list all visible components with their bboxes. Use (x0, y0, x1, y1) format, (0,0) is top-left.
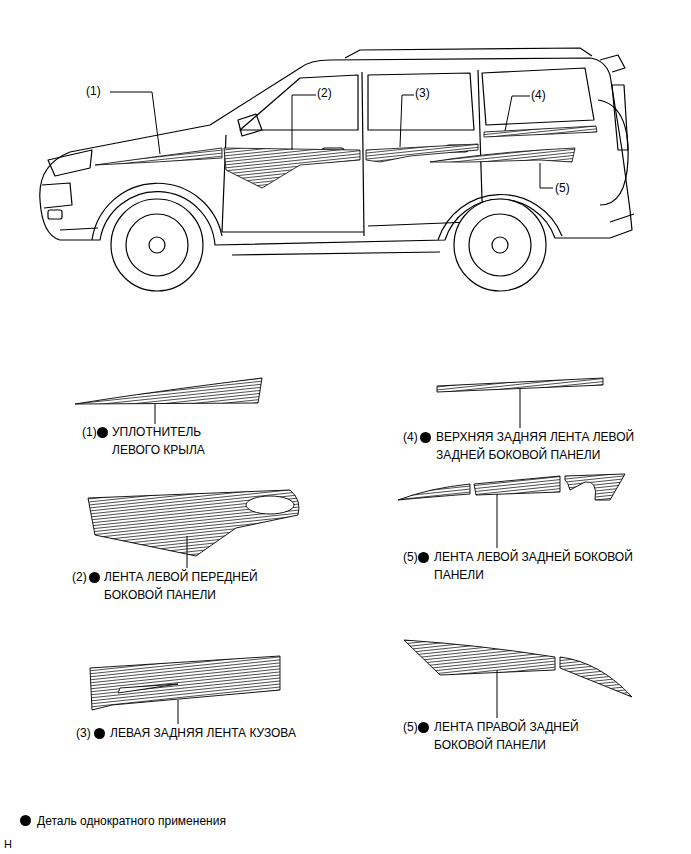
callout-number: (4) (403, 428, 418, 446)
callout-number: (2) (72, 568, 87, 586)
legend-text: Деталь однократного применения (37, 812, 226, 830)
single-use-marker (94, 728, 105, 739)
callout-number: (3) (76, 724, 91, 742)
single-use-marker (418, 552, 429, 563)
single-use-marker (89, 572, 100, 583)
figure-code: H (4, 835, 12, 853)
part-name: ЛЕВАЯ ЗАДНЯЯ ЛЕНТА КУЗОВА (110, 724, 296, 742)
callout-number: (5) (555, 179, 570, 197)
callout-number: (3) (415, 84, 430, 102)
part-name: УПЛОТНИТЕЛЬ ЛЕВОГО КРЫЛА (112, 423, 230, 459)
legend-marker (20, 815, 31, 826)
callout-number: (1) (86, 82, 101, 100)
single-use-marker (97, 427, 108, 438)
callout-number: (5) (403, 548, 418, 566)
callout-number: (1) (82, 423, 97, 441)
part-name: ВЕРХНЯЯ ЗАДНЯЯ ЛЕНТА ЛЕВОЙ ЗАДНЕЙ БОКОВО… (436, 428, 664, 464)
callout-number: (5) (403, 718, 418, 736)
part-name: ЛЕНТА ЛЕВОЙ ЗАДНЕЙ БОКОВОЙ ПАНЕЛИ (434, 548, 662, 584)
single-use-marker (420, 432, 431, 443)
single-use-marker (418, 722, 429, 733)
callout-number: (2) (317, 84, 332, 102)
part-name: ЛЕНТА ПРАВОЙ ЗАДНЕЙ БОКОВОЙ ПАНЕЛИ (434, 718, 612, 754)
callout-number: (4) (531, 86, 546, 104)
part-name: ЛЕНТА ЛЕВОЙ ПЕРЕДНЕЙ БОКОВОЙ ПАНЕЛИ (104, 568, 289, 604)
